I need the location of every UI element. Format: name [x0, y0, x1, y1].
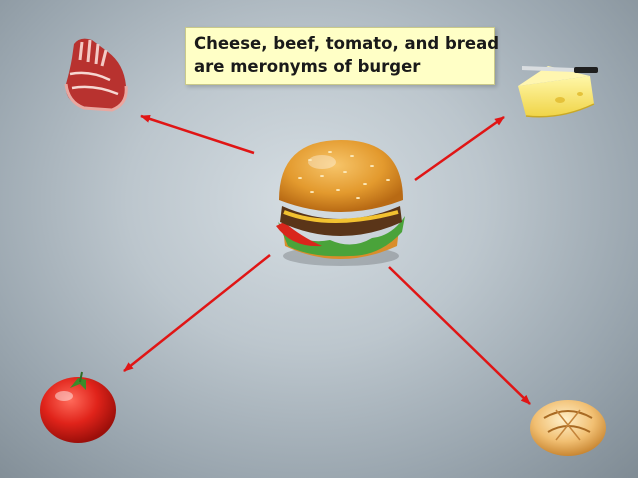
caption-line-1: Cheese, beef, tomato, and bread [194, 34, 500, 53]
cheese-wedge-icon [518, 66, 598, 118]
arrow-to-tomato [123, 254, 271, 372]
caption-line-2: are meronyms of burger [194, 57, 421, 76]
arrow-to-cheese [414, 115, 505, 182]
bread-roll-icon [530, 400, 606, 456]
beef-steak-icon [64, 38, 128, 112]
caption-box: Cheese, beef, tomato, and bread are mero… [185, 27, 500, 85]
arrow-to-bread [388, 266, 531, 405]
burger-icon [276, 140, 405, 266]
tomato-icon [40, 371, 116, 443]
arrow-to-beef [140, 114, 255, 155]
